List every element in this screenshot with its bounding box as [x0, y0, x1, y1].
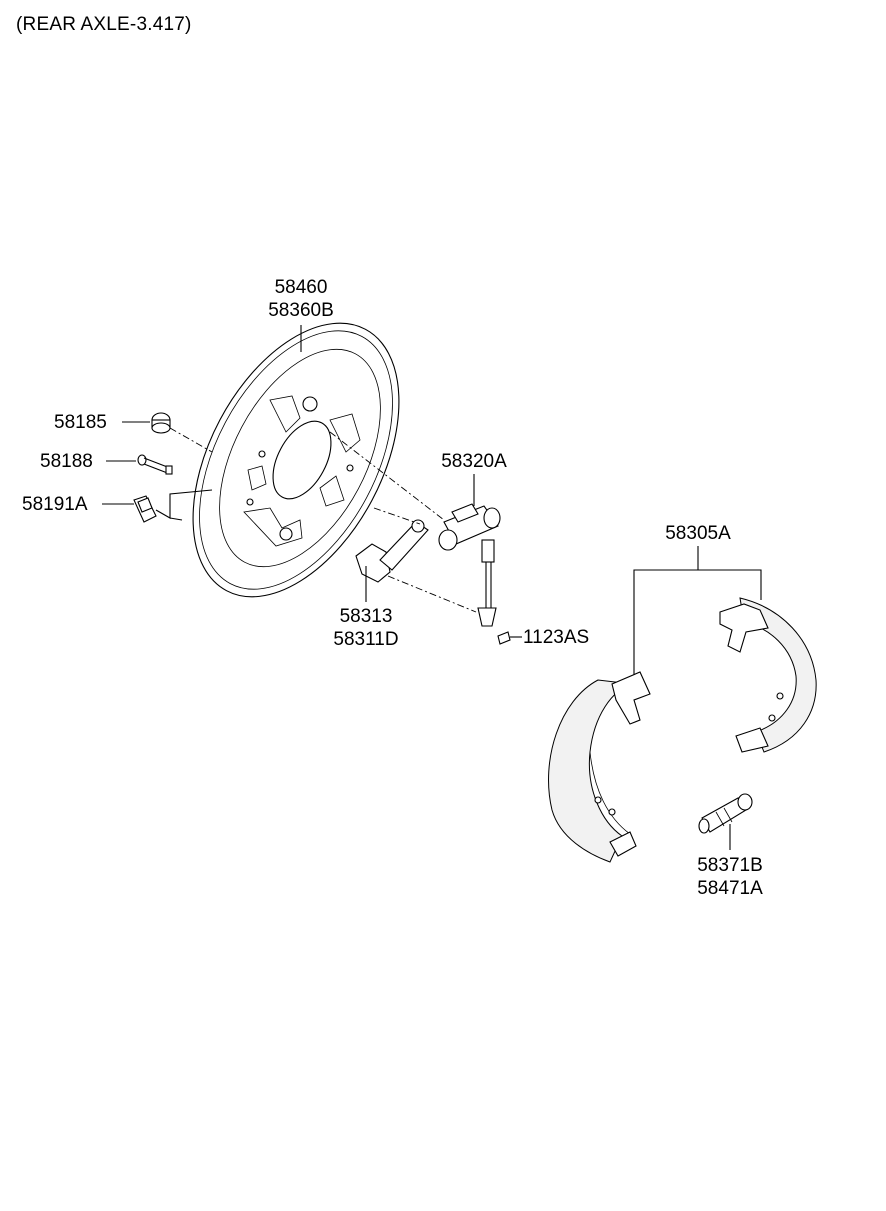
label-clip: 58191A [22, 494, 88, 515]
brake-shoe-right [719, 597, 817, 753]
label-screw: 1123AS [523, 627, 590, 648]
part-number: 58371B [697, 855, 763, 876]
label-adjuster: 58371B 58471A [697, 854, 763, 900]
brake-pin [477, 539, 497, 627]
label-wheel-cylinder: 58320A [441, 451, 507, 472]
lever-part [355, 519, 429, 583]
clip-part [133, 495, 157, 523]
part-number: 58360B [268, 300, 334, 321]
bolt-part [137, 454, 173, 475]
part-number: 58313 [339, 606, 393, 627]
label-bolt: 58188 [40, 451, 93, 472]
part-number: 58460 [274, 277, 328, 298]
brake-shoe-left [548, 671, 651, 863]
label-lever: 58313 58311D [333, 605, 398, 651]
wheel-cylinder [438, 503, 501, 551]
plug-part [151, 412, 171, 434]
part-number: 58311D [333, 629, 399, 650]
backing-plate [192, 322, 400, 598]
diagram-caption: (REAR AXLE-3.417) [16, 14, 192, 35]
adjuster-part [698, 793, 753, 834]
screw-part [497, 631, 511, 645]
label-backing-plate: 58460 58360B [268, 276, 334, 322]
part-number: 58471A [697, 878, 763, 899]
label-plug: 58185 [54, 412, 107, 433]
label-shoe-kit: 58305A [665, 523, 731, 544]
